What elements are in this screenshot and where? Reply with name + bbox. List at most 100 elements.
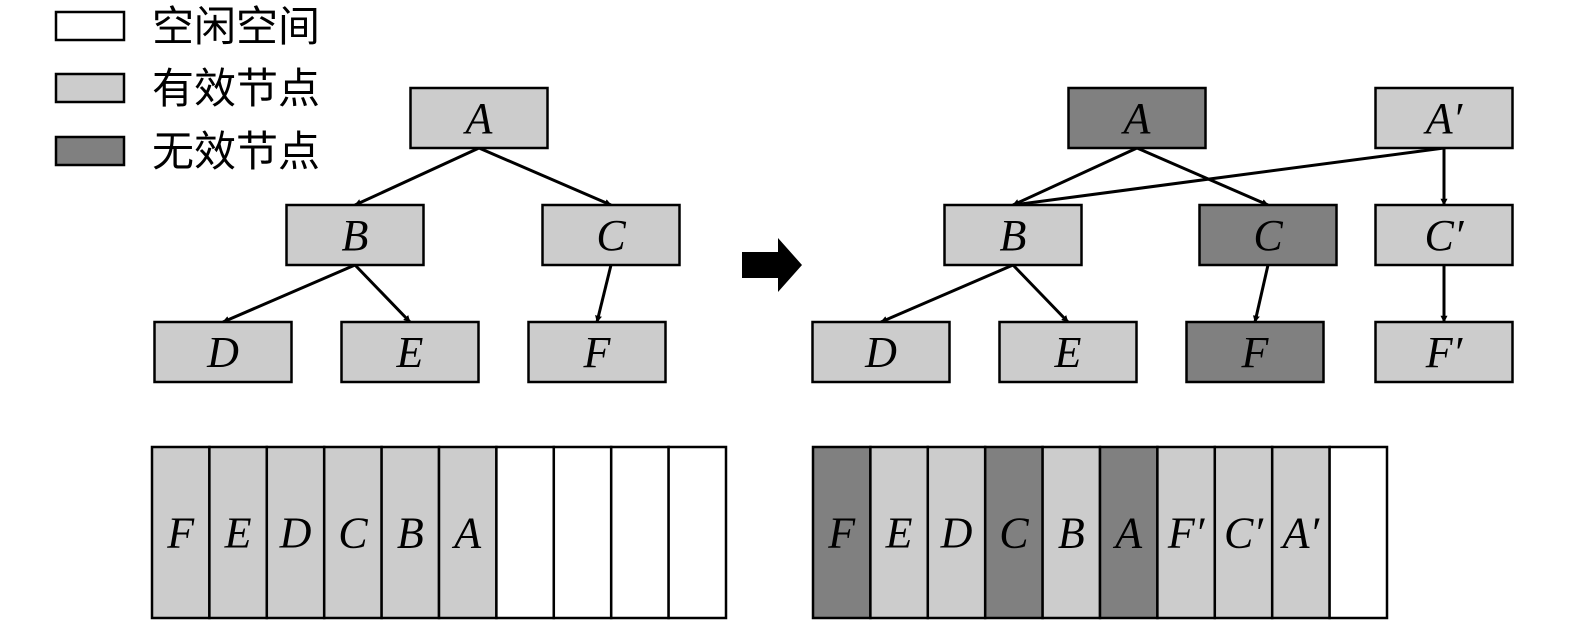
edge-A-B bbox=[1012, 146, 1138, 207]
tree-2-edges bbox=[880, 146, 1448, 324]
storage-cell-label: B bbox=[397, 509, 424, 558]
storage-cell-label: C′ bbox=[1224, 509, 1264, 558]
storage-cell bbox=[609, 445, 670, 620]
storage-cell: A bbox=[437, 445, 498, 620]
storage-cell-label: A bbox=[451, 509, 482, 558]
tree-node-C: C bbox=[541, 203, 681, 267]
storage-cell-box bbox=[265, 445, 326, 620]
node-box bbox=[153, 320, 293, 384]
tree-node-B: B bbox=[943, 203, 1083, 267]
node-box bbox=[811, 320, 951, 384]
legend-label: 空闲空间 bbox=[152, 2, 320, 51]
storage-cell-box bbox=[609, 445, 670, 620]
edge-B-D bbox=[880, 263, 1014, 324]
storage-cell-box bbox=[1041, 445, 1102, 620]
tree-2-nodes: A A′ B C C′ D E F F′ bbox=[811, 86, 1514, 384]
node-box bbox=[527, 320, 667, 384]
storage-cell-box bbox=[208, 445, 269, 620]
node-box bbox=[541, 203, 681, 267]
legend-item-valid: 有效节点 bbox=[54, 64, 320, 113]
arrow-layer bbox=[742, 238, 802, 292]
legend-swatch-free bbox=[54, 10, 126, 42]
node-label: F′ bbox=[1425, 328, 1464, 377]
storage-cell bbox=[552, 445, 613, 620]
storage-cell: B bbox=[1041, 445, 1102, 620]
edge-A2-B bbox=[1012, 146, 1445, 208]
storage-cell-box bbox=[322, 445, 383, 620]
storage-cell-box bbox=[495, 445, 556, 620]
node-label: C bbox=[596, 211, 626, 260]
storage-cell: F′ bbox=[1156, 445, 1217, 620]
storage-cell: F bbox=[150, 445, 211, 620]
node-label: C′ bbox=[1425, 211, 1465, 260]
storage-cell: B bbox=[380, 445, 441, 620]
node-box bbox=[1067, 86, 1207, 150]
tree-node-D: D bbox=[153, 320, 293, 384]
node-label: A bbox=[1121, 94, 1152, 143]
storage-cell-box bbox=[1328, 445, 1389, 620]
storage-cell-box bbox=[437, 445, 498, 620]
legend-label: 无效节点 bbox=[152, 127, 320, 176]
node-box bbox=[285, 203, 425, 267]
edge-A-B bbox=[354, 146, 480, 207]
tree-node-C2: C′ bbox=[1374, 203, 1514, 267]
legend-swatch-invalid bbox=[54, 135, 126, 167]
storage-cell bbox=[1328, 445, 1389, 620]
storage-cell-box bbox=[811, 445, 872, 620]
node-label: F bbox=[583, 328, 612, 377]
edge-A-C bbox=[478, 146, 612, 207]
tree-node-C: C bbox=[1198, 203, 1338, 267]
storage-cell-label: A bbox=[1112, 509, 1143, 558]
storage-cell-box bbox=[667, 445, 728, 620]
storage-cell-label: F bbox=[166, 509, 195, 558]
tree-node-E: E bbox=[340, 320, 480, 384]
node-box bbox=[1374, 203, 1514, 267]
storage-cell: C bbox=[322, 445, 383, 620]
tree-node-F2: F′ bbox=[1374, 320, 1514, 384]
storage-cell-box bbox=[1156, 445, 1217, 620]
edge-B-D bbox=[222, 263, 356, 324]
storage-cell-box bbox=[1270, 445, 1331, 620]
right-arrow-icon bbox=[742, 238, 802, 292]
storage-cell-label: D bbox=[279, 509, 312, 558]
storage-cell bbox=[667, 445, 728, 620]
storage-cell: D bbox=[265, 445, 326, 620]
storage-cell-box bbox=[552, 445, 613, 620]
node-box bbox=[1374, 86, 1514, 150]
edge-A-C bbox=[1136, 146, 1269, 207]
node-label: D bbox=[864, 328, 897, 377]
legend-swatch-valid bbox=[54, 72, 126, 104]
node-box bbox=[409, 86, 549, 150]
storage-cell-label: C bbox=[999, 509, 1029, 558]
node-label: B bbox=[342, 211, 369, 260]
storage-cell: D bbox=[926, 445, 987, 620]
node-label: E bbox=[1054, 328, 1082, 377]
node-label: C bbox=[1253, 211, 1283, 260]
storage-cell: C bbox=[983, 445, 1044, 620]
edge-B-E bbox=[353, 263, 412, 324]
tree-node-E: E bbox=[998, 320, 1138, 384]
storage-cell-box bbox=[150, 445, 211, 620]
node-box bbox=[1185, 320, 1325, 384]
edge-C-F bbox=[595, 264, 613, 323]
node-box bbox=[998, 320, 1138, 384]
storage-cell-label: F′ bbox=[1167, 509, 1206, 558]
tree-node-A: A bbox=[1067, 86, 1207, 150]
node-label: D bbox=[206, 328, 239, 377]
edge-C-F bbox=[1252, 264, 1270, 323]
tree-node-F: F bbox=[1185, 320, 1325, 384]
storage-cell-label: B bbox=[1058, 509, 1085, 558]
storage-cell-box bbox=[869, 445, 930, 620]
tree-node-F: F bbox=[527, 320, 667, 384]
storage-cell: E bbox=[869, 445, 930, 620]
storage-cell-box bbox=[380, 445, 441, 620]
node-label: B bbox=[1000, 211, 1027, 260]
legend-item-free: 空闲空间 bbox=[54, 2, 320, 51]
node-label: A′ bbox=[1423, 94, 1464, 143]
storage-cell-label: E bbox=[224, 509, 252, 558]
